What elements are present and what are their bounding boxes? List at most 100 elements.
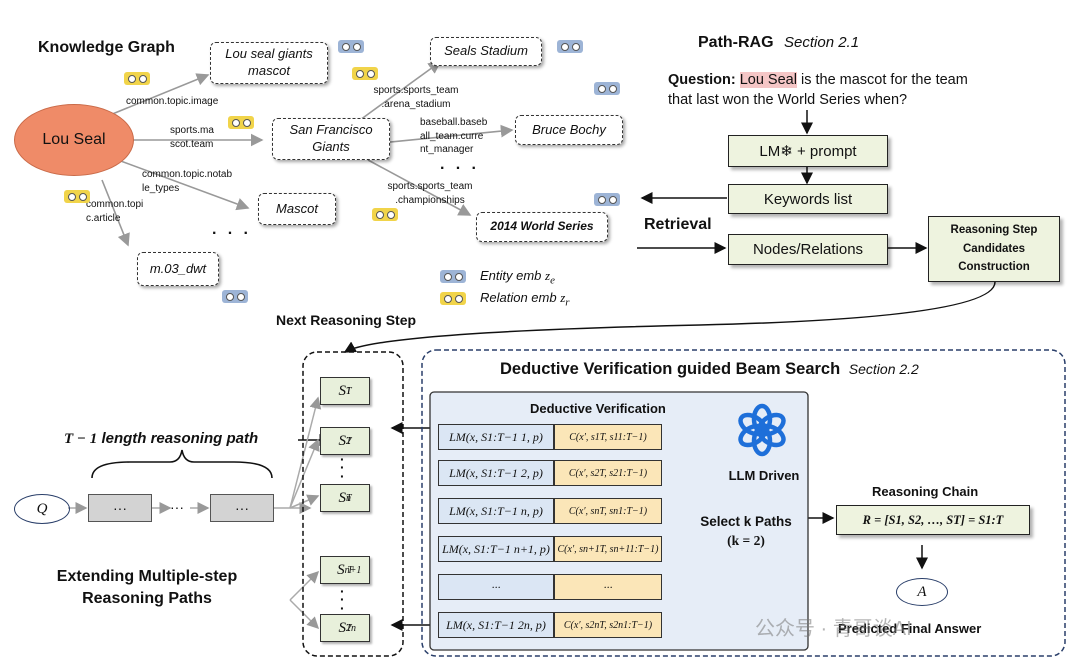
relation-emb-icon: [64, 190, 90, 203]
retrieval-label: Retrieval: [644, 216, 712, 233]
reasoning-candidates-box: Reasoning Step Candidates Construction: [928, 216, 1060, 282]
node-m03-dwt: m.03_dwt: [137, 252, 219, 286]
question-node-label: Q: [36, 500, 48, 517]
dv-title: Deductive Verification: [530, 401, 666, 416]
node-bruce-bochy: Bruce Bochy: [515, 115, 623, 145]
beam-title: Deductive Verification guided Beam Searc…: [500, 360, 841, 378]
reasoning-chain-formula: R = [S1, S2, …, ST] = S1:T: [862, 512, 1004, 527]
dv-lm-cell: LM(x, S1:T−1 n, p): [438, 498, 554, 524]
entity-emb-icon: [594, 82, 620, 95]
beam-header: Deductive Verification guided Beam Searc…: [500, 360, 919, 379]
step-vdots-2: ···: [340, 583, 345, 616]
node-lou-seal-mascot: Lou seal giants mascot: [210, 42, 328, 84]
relation-emb-icon: [228, 116, 254, 129]
path-step-label: ···: [235, 500, 249, 516]
node-label: San Francisco Giants: [289, 122, 373, 154]
question-rest-1: is the mascot for the team: [796, 72, 968, 88]
question-text: Question: Lou Seal is the mascot for the…: [668, 70, 968, 111]
path-step-box: ···: [88, 494, 152, 522]
entity-emb-icon: [557, 40, 583, 53]
node-sf-giants: San Francisco Giants: [272, 118, 390, 160]
lm-prompt-box: LM❄ + prompt: [728, 135, 888, 167]
nodes-relations-box: Nodes/Relations: [728, 234, 888, 265]
path-step-label: ···: [113, 500, 127, 516]
beam-search-container: [421, 349, 1066, 657]
node-seals-stadium: Seals Stadium: [430, 37, 542, 66]
entity-emb-icon: [594, 193, 620, 206]
node-label: Lou seal giants mascot: [225, 46, 313, 78]
dv-lm-cell: LM(x, S1:T−1 n+1, p): [438, 536, 554, 562]
dv-lm-cell: LM(x, S1:T−1 1, p): [438, 424, 554, 450]
dv-c-cell: ···: [554, 574, 662, 600]
node-world-series: 2014 World Series: [476, 212, 608, 242]
lou-seal-label: Lou Seal: [42, 131, 106, 148]
dv-c-cell: C(x′, s2nT, s2n1:T−1): [554, 612, 662, 638]
llm-driven-label: LLM Driven: [728, 468, 800, 483]
openai-logo-icon: [738, 403, 786, 457]
chain-title: Reasoning Chain: [872, 484, 979, 499]
node-label: Seals Stadium: [444, 43, 528, 59]
step-vdots: ···: [340, 451, 345, 484]
dv-lm-cell: ···: [438, 574, 554, 600]
rel-manager: baseball.baseb all_team.curre nt_manager: [420, 117, 488, 155]
dv-lm-cell: LM(x, S1:T−1 2n, p): [438, 612, 554, 638]
legend-relation: Relation emb zr: [480, 290, 570, 309]
relation-emb-icon: [124, 72, 150, 85]
question-rest-2: that last won the World Series when?: [668, 92, 908, 109]
beam-section: Section 2.2: [848, 361, 919, 377]
node-label: Mascot: [276, 200, 318, 216]
dv-c-cell: C(x′, sn+1T, sn+11:T−1): [554, 536, 662, 562]
relation-emb-icon: [372, 208, 398, 221]
keywords-label: Keywords list: [763, 190, 853, 208]
extending-label: Extending Multiple-step Reasoning Paths: [56, 568, 238, 608]
entity-emb-icon: [338, 40, 364, 53]
entity-emb-icon: [222, 290, 248, 303]
node-label: m.03_dwt: [149, 260, 207, 276]
legend-relation-sub: r: [565, 296, 570, 309]
nodes-relations-label: Nodes/Relations: [752, 241, 864, 258]
path-length-text: length reasoning path: [101, 430, 259, 447]
question-label: Question:: [668, 72, 736, 88]
dv-c-cell: C(x′, s2T, s21:T−1): [554, 460, 662, 486]
select-k-label: Select k Paths: [700, 514, 792, 529]
dv-c-cell: C(x′, snT, sn1:T−1): [554, 498, 662, 524]
node-label: Bruce Bochy: [532, 121, 606, 137]
rel-championships: sports.sports_team .championships: [387, 181, 473, 206]
answer-node: A: [896, 578, 948, 606]
legend-entity-label: Entity emb: [480, 268, 542, 283]
relation-emb-icon: [352, 67, 378, 80]
next-step-label: Next Reasoning Step: [276, 312, 417, 328]
path-length-label: T − 1 length reasoning path: [64, 430, 258, 448]
watermark: 公众号 · 青哥谈AI: [755, 618, 912, 640]
legend-entity-sub: e: [550, 274, 555, 287]
pathrag-section: Section 2.1: [784, 34, 860, 51]
rel-topic-image: common.topic.image: [126, 96, 219, 107]
k-equals-label: (k = 2): [727, 533, 765, 548]
path-step-box: ···: [210, 494, 274, 522]
rel-article: common.topi c.article: [86, 199, 144, 224]
answer-label: A: [917, 583, 927, 600]
reasoning-chain-box: R = [S1, S2, …, ST] = S1:T: [836, 505, 1030, 535]
legend-relation-label: Relation emb: [480, 290, 557, 305]
dv-c-cell: C(x′, s1T, s11:T−1): [554, 424, 662, 450]
legend-entity: Entity emb ze: [480, 268, 555, 287]
legend-entity-symbol: z: [545, 268, 551, 283]
keywords-box: Keywords list: [728, 184, 888, 214]
kg-title: Knowledge Graph: [38, 39, 175, 56]
legend-relation-symbol: z: [560, 290, 566, 305]
next-step-container: [302, 351, 404, 657]
node-mascot: Mascot: [258, 193, 336, 225]
legend-entity-icon: [440, 270, 466, 283]
reasoning-candidates-label: Reasoning Step Candidates Construction: [950, 224, 1038, 274]
lou-seal-node: Lou Seal: [14, 104, 134, 176]
kg-dots-left: · · ·: [212, 225, 252, 242]
question-node: Q: [14, 494, 70, 524]
legend-relation-icon: [440, 292, 466, 305]
path-dots: ···: [170, 499, 184, 515]
rel-arena: sports.sports_team .arena_stadium: [373, 85, 459, 110]
